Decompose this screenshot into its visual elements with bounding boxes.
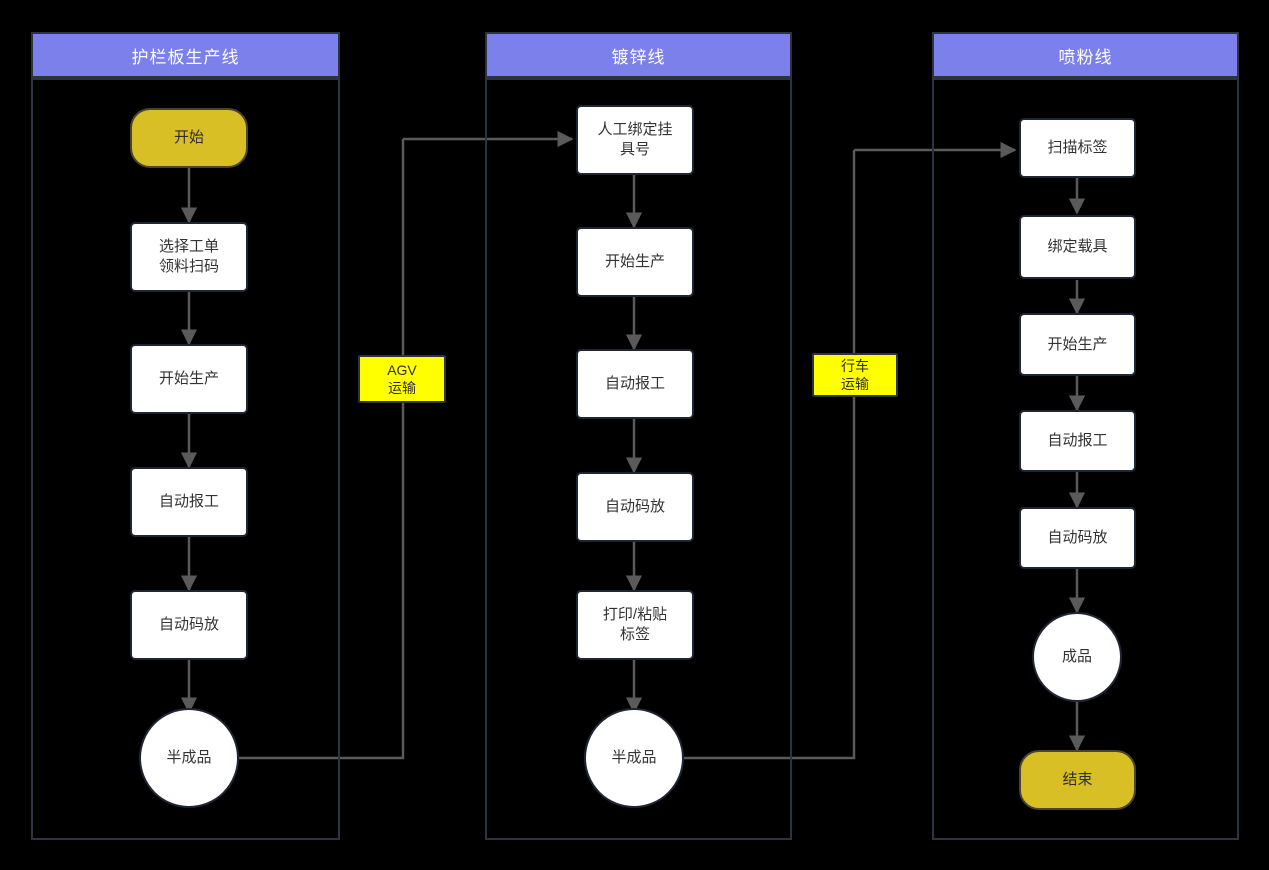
node-select-order[interactable]: 选择工单 领料扫码 (130, 222, 248, 292)
node-start[interactable]: 开始 (130, 108, 248, 168)
node-auto-report-3[interactable]: 自动报工 (1019, 410, 1136, 472)
node-auto-stack-1[interactable]: 自动码放 (130, 590, 248, 660)
node-bind-hanger[interactable]: 人工绑定挂 具号 (576, 105, 694, 175)
node-start-production-1[interactable]: 开始生产 (130, 344, 248, 414)
lane-powder-title: 喷粉线 (932, 32, 1239, 78)
node-auto-report-1[interactable]: 自动报工 (130, 467, 248, 537)
transport-agv[interactable]: AGV 运输 (358, 355, 446, 403)
node-start-production-3[interactable]: 开始生产 (1019, 313, 1136, 376)
node-auto-stack-2[interactable]: 自动码放 (576, 472, 694, 542)
node-auto-stack-3[interactable]: 自动码放 (1019, 507, 1136, 569)
node-print-label[interactable]: 打印/粘贴 标签 (576, 590, 694, 660)
lane-guardrail (31, 78, 340, 840)
transport-crane[interactable]: 行车 运输 (812, 353, 898, 397)
node-semi-finished-2[interactable]: 半成品 (584, 708, 684, 808)
node-scan-label[interactable]: 扫描标签 (1019, 118, 1136, 178)
lane-guardrail-title: 护栏板生产线 (31, 32, 340, 78)
lane-powder (932, 78, 1239, 840)
node-end[interactable]: 结束 (1019, 750, 1136, 810)
node-start-production-2[interactable]: 开始生产 (576, 227, 694, 297)
node-bind-carrier[interactable]: 绑定载具 (1019, 215, 1136, 279)
node-semi-finished-1[interactable]: 半成品 (139, 708, 239, 808)
node-finished[interactable]: 成品 (1032, 612, 1122, 702)
node-auto-report-2[interactable]: 自动报工 (576, 349, 694, 419)
lane-galvanizing (485, 78, 792, 840)
lane-galvanizing-title: 镀锌线 (485, 32, 792, 78)
